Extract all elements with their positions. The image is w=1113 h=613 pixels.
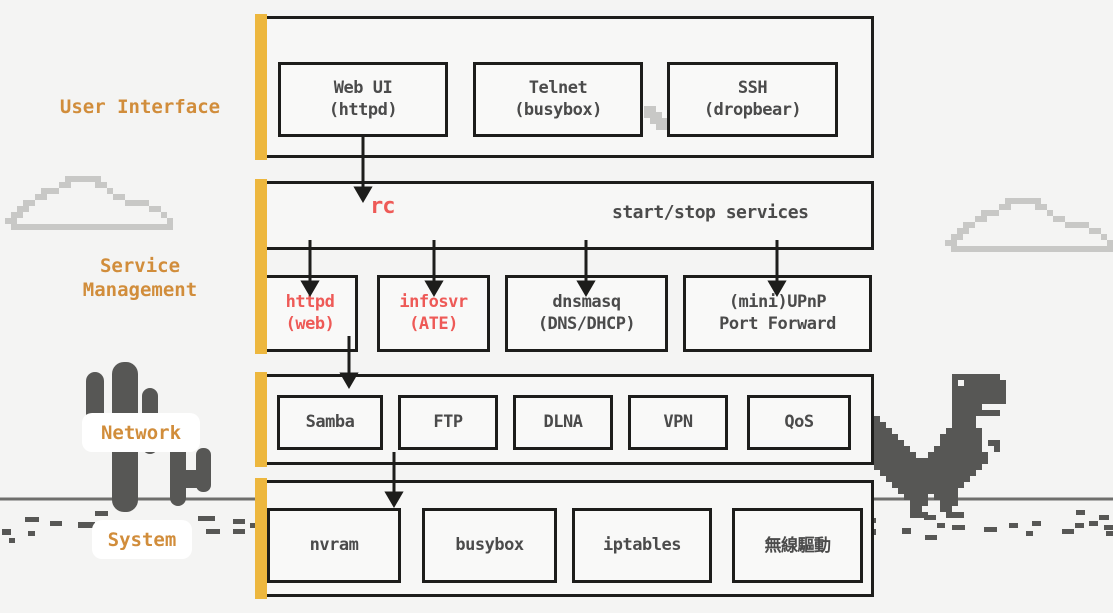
label-text: rc — [370, 194, 395, 219]
box-label: iptables — [603, 534, 681, 555]
box-dnsmasq: dnsmasq (DNS/DHCP) — [505, 275, 668, 352]
label-service-management: Service Management — [30, 255, 250, 303]
layer-bar — [255, 372, 267, 467]
label-text: User Interface — [59, 96, 221, 118]
box-label: FTP — [433, 411, 463, 432]
box-infosvr-ate: infosvr (ATE) — [377, 275, 490, 352]
cloud-icon — [5, 176, 173, 230]
box-label: infosvr — [399, 292, 468, 313]
box-qos: QoS — [747, 395, 851, 450]
box-label: dnsmasq — [552, 292, 621, 313]
layer-bar — [255, 179, 267, 354]
box-httpd-web: httpd (web) — [262, 275, 358, 352]
box-nvram: nvram — [267, 508, 401, 583]
label-system: System — [92, 520, 192, 559]
box-label: 無線驅動 — [764, 535, 832, 555]
box-label: Samba — [305, 411, 355, 432]
box-iptables: iptables — [572, 508, 712, 583]
box-label: (busybox) — [514, 99, 602, 120]
box-label: busybox — [455, 534, 524, 555]
box-label: VPN — [663, 411, 693, 432]
layer-bar — [255, 14, 267, 160]
box-label: Port Forward — [719, 313, 836, 334]
box-label: Web UI — [333, 78, 393, 99]
box-label: (ATE) — [409, 313, 458, 334]
label-text: start/stop services — [612, 202, 809, 223]
start-stop-services-label: start/stop services — [612, 202, 809, 223]
box-dlna: DLNA — [513, 395, 613, 450]
box-label: DLNA — [543, 411, 583, 432]
box-label: SSH — [737, 78, 768, 99]
box-label: (dropbear) — [703, 99, 802, 120]
label-user-interface: User Interface — [30, 96, 250, 120]
box-web-ui: Web UI (httpd) — [278, 62, 448, 137]
label-text: System — [107, 528, 177, 551]
cloud-icon — [945, 198, 1113, 252]
box-label: httpd — [285, 292, 335, 313]
label-text: Network — [100, 421, 182, 444]
box-label: nvram — [309, 534, 359, 555]
box-label: QoS — [784, 411, 814, 432]
box-label: (web) — [285, 313, 335, 334]
label-text: Service — [99, 255, 181, 277]
box-telnet: Telnet (busybox) — [473, 62, 643, 137]
box-samba: Samba — [277, 395, 383, 450]
box-label: (httpd) — [328, 99, 398, 120]
dino-icon — [874, 374, 1006, 518]
box-ssh: SSH (dropbear) — [667, 62, 838, 137]
rc-label: rc — [370, 194, 395, 219]
box-vpn: VPN — [628, 395, 728, 450]
label-text: Management — [82, 278, 198, 301]
label-network: Network — [82, 413, 200, 452]
box-miniupnp-port-forward: (mini)UPnP Port Forward — [683, 275, 872, 352]
box-label: Telnet — [528, 78, 588, 99]
box-busybox: busybox — [422, 508, 557, 583]
box-label: (mini)UPnP — [728, 292, 827, 313]
layer-bar — [255, 478, 267, 599]
box-label: (DNS/DHCP) — [537, 313, 636, 334]
box-wireless-driver: 無線驅動 — [732, 508, 863, 583]
box-ftp: FTP — [398, 395, 498, 450]
